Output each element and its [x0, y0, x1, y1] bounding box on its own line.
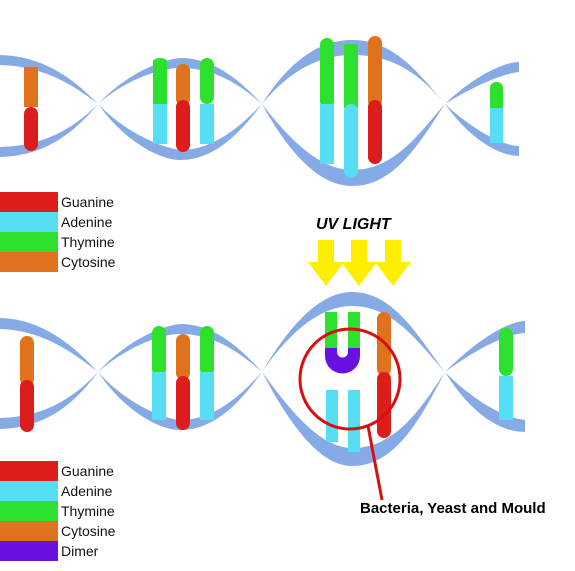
legend-label: Thymine — [61, 503, 115, 519]
legend-item-cytosine: Cytosine — [0, 521, 115, 541]
base-thymine — [348, 312, 360, 352]
base-guanine — [176, 100, 190, 152]
base-pair — [20, 336, 34, 432]
base-adenine-pair — [326, 390, 360, 452]
legend-swatch — [0, 501, 58, 521]
base-adenine — [153, 104, 167, 144]
legend-label: Guanine — [61, 194, 114, 210]
base-pair — [176, 334, 190, 430]
base-pair — [153, 58, 167, 144]
legend-top: Guanine Adenine Thymine Cytosine — [0, 192, 115, 272]
damage-highlight-circle — [298, 327, 402, 431]
legend-item-dimer: Dimer — [0, 541, 115, 561]
callout-line — [366, 425, 384, 501]
base-pair — [320, 38, 334, 164]
base-cytosine — [176, 334, 190, 380]
base-thymine — [153, 62, 167, 104]
base-adenine — [320, 104, 334, 164]
base-pair — [490, 82, 503, 143]
helix-strand — [0, 40, 519, 104]
helix-strand — [0, 104, 519, 186]
base-pair — [176, 64, 190, 152]
base-pair — [368, 36, 382, 164]
base-guanine — [24, 107, 38, 151]
legend-swatch — [0, 541, 58, 561]
base-guanine — [20, 380, 34, 432]
base-pair — [200, 326, 214, 420]
legend-item-cytosine: Cytosine — [0, 252, 115, 272]
base-thymine — [490, 82, 503, 112]
legend-swatch — [0, 192, 58, 212]
base-pair — [344, 44, 358, 178]
legend-label: Adenine — [61, 483, 113, 499]
base-adenine — [344, 104, 358, 178]
base-pair — [152, 326, 166, 420]
legend-label: Thymine — [61, 234, 115, 250]
legend-item-adenine: Adenine — [0, 481, 115, 501]
base-guanine — [176, 376, 190, 430]
uv-arrow-icon — [375, 240, 411, 286]
uv-arrow-icon — [341, 240, 377, 286]
helix-strand — [0, 292, 525, 372]
base-thymine — [344, 44, 358, 108]
legend-swatch — [0, 232, 58, 252]
base-cytosine — [24, 67, 38, 107]
callout-label: Bacteria, Yeast and Mould — [360, 500, 546, 517]
base-adenine — [490, 108, 503, 143]
uv-light-arrows — [308, 240, 411, 286]
thymine-dimer — [325, 312, 360, 374]
legend-label: Cytosine — [61, 254, 116, 270]
uv-arrow-icon — [308, 240, 344, 286]
base-pair — [499, 328, 513, 420]
damage-callout — [298, 327, 402, 501]
base-adenine — [499, 376, 513, 420]
legend-swatch — [0, 461, 58, 481]
base-adenine — [326, 390, 338, 442]
legend-item-guanine: Guanine — [0, 461, 115, 481]
legend-item-thymine: Thymine — [0, 232, 115, 252]
base-pair — [24, 67, 38, 151]
base-cytosine — [368, 36, 382, 108]
legend-item-thymine: Thymine — [0, 501, 115, 521]
legend-item-adenine: Adenine — [0, 212, 115, 232]
helix-strand — [0, 372, 525, 466]
base-thymine — [200, 58, 214, 104]
legend-swatch — [0, 252, 58, 272]
uv-light-label: UV LIGHT — [316, 216, 391, 233]
base-thymine — [320, 38, 334, 108]
dimer-bond — [325, 348, 360, 374]
legend-label: Guanine — [61, 463, 114, 479]
base-pair — [200, 58, 214, 144]
base-adenine — [200, 104, 214, 144]
legend-item-guanine: Guanine — [0, 192, 115, 212]
base-thymine — [152, 326, 166, 376]
base-adenine — [348, 390, 360, 452]
legend-swatch — [0, 481, 58, 501]
legend-swatch — [0, 521, 58, 541]
legend-bottom: Guanine Adenine Thymine Cytosine Dimer — [0, 461, 115, 561]
base-guanine — [377, 372, 391, 438]
legend-label: Dimer — [61, 543, 99, 559]
base-cytosine — [176, 64, 190, 106]
dna-helix-bottom — [0, 292, 525, 466]
base-cytosine — [20, 336, 34, 386]
base-adenine — [152, 372, 166, 420]
base-adenine — [200, 372, 214, 420]
base-thymine — [200, 326, 214, 376]
legend-label: Adenine — [61, 214, 113, 230]
base-thymine — [499, 328, 513, 376]
legend-swatch — [0, 212, 58, 232]
legend-label: Cytosine — [61, 523, 116, 539]
base-guanine — [368, 100, 382, 164]
dna-helix-top — [0, 36, 519, 186]
